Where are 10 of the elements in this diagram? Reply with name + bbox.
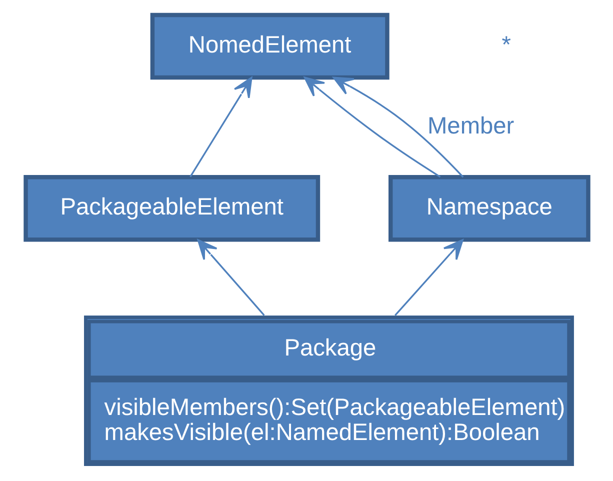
node-box: NomedElement [150, 12, 389, 80]
arrow [394, 239, 463, 316]
label: * [501, 32, 510, 58]
arrow [196, 239, 264, 316]
node-box: PackageableElement [23, 175, 320, 242]
edge-label: Member [427, 114, 514, 140]
arrow [189, 76, 252, 178]
node-box: Namespace [388, 175, 590, 242]
arrow [303, 76, 440, 178]
arrow [332, 76, 464, 178]
